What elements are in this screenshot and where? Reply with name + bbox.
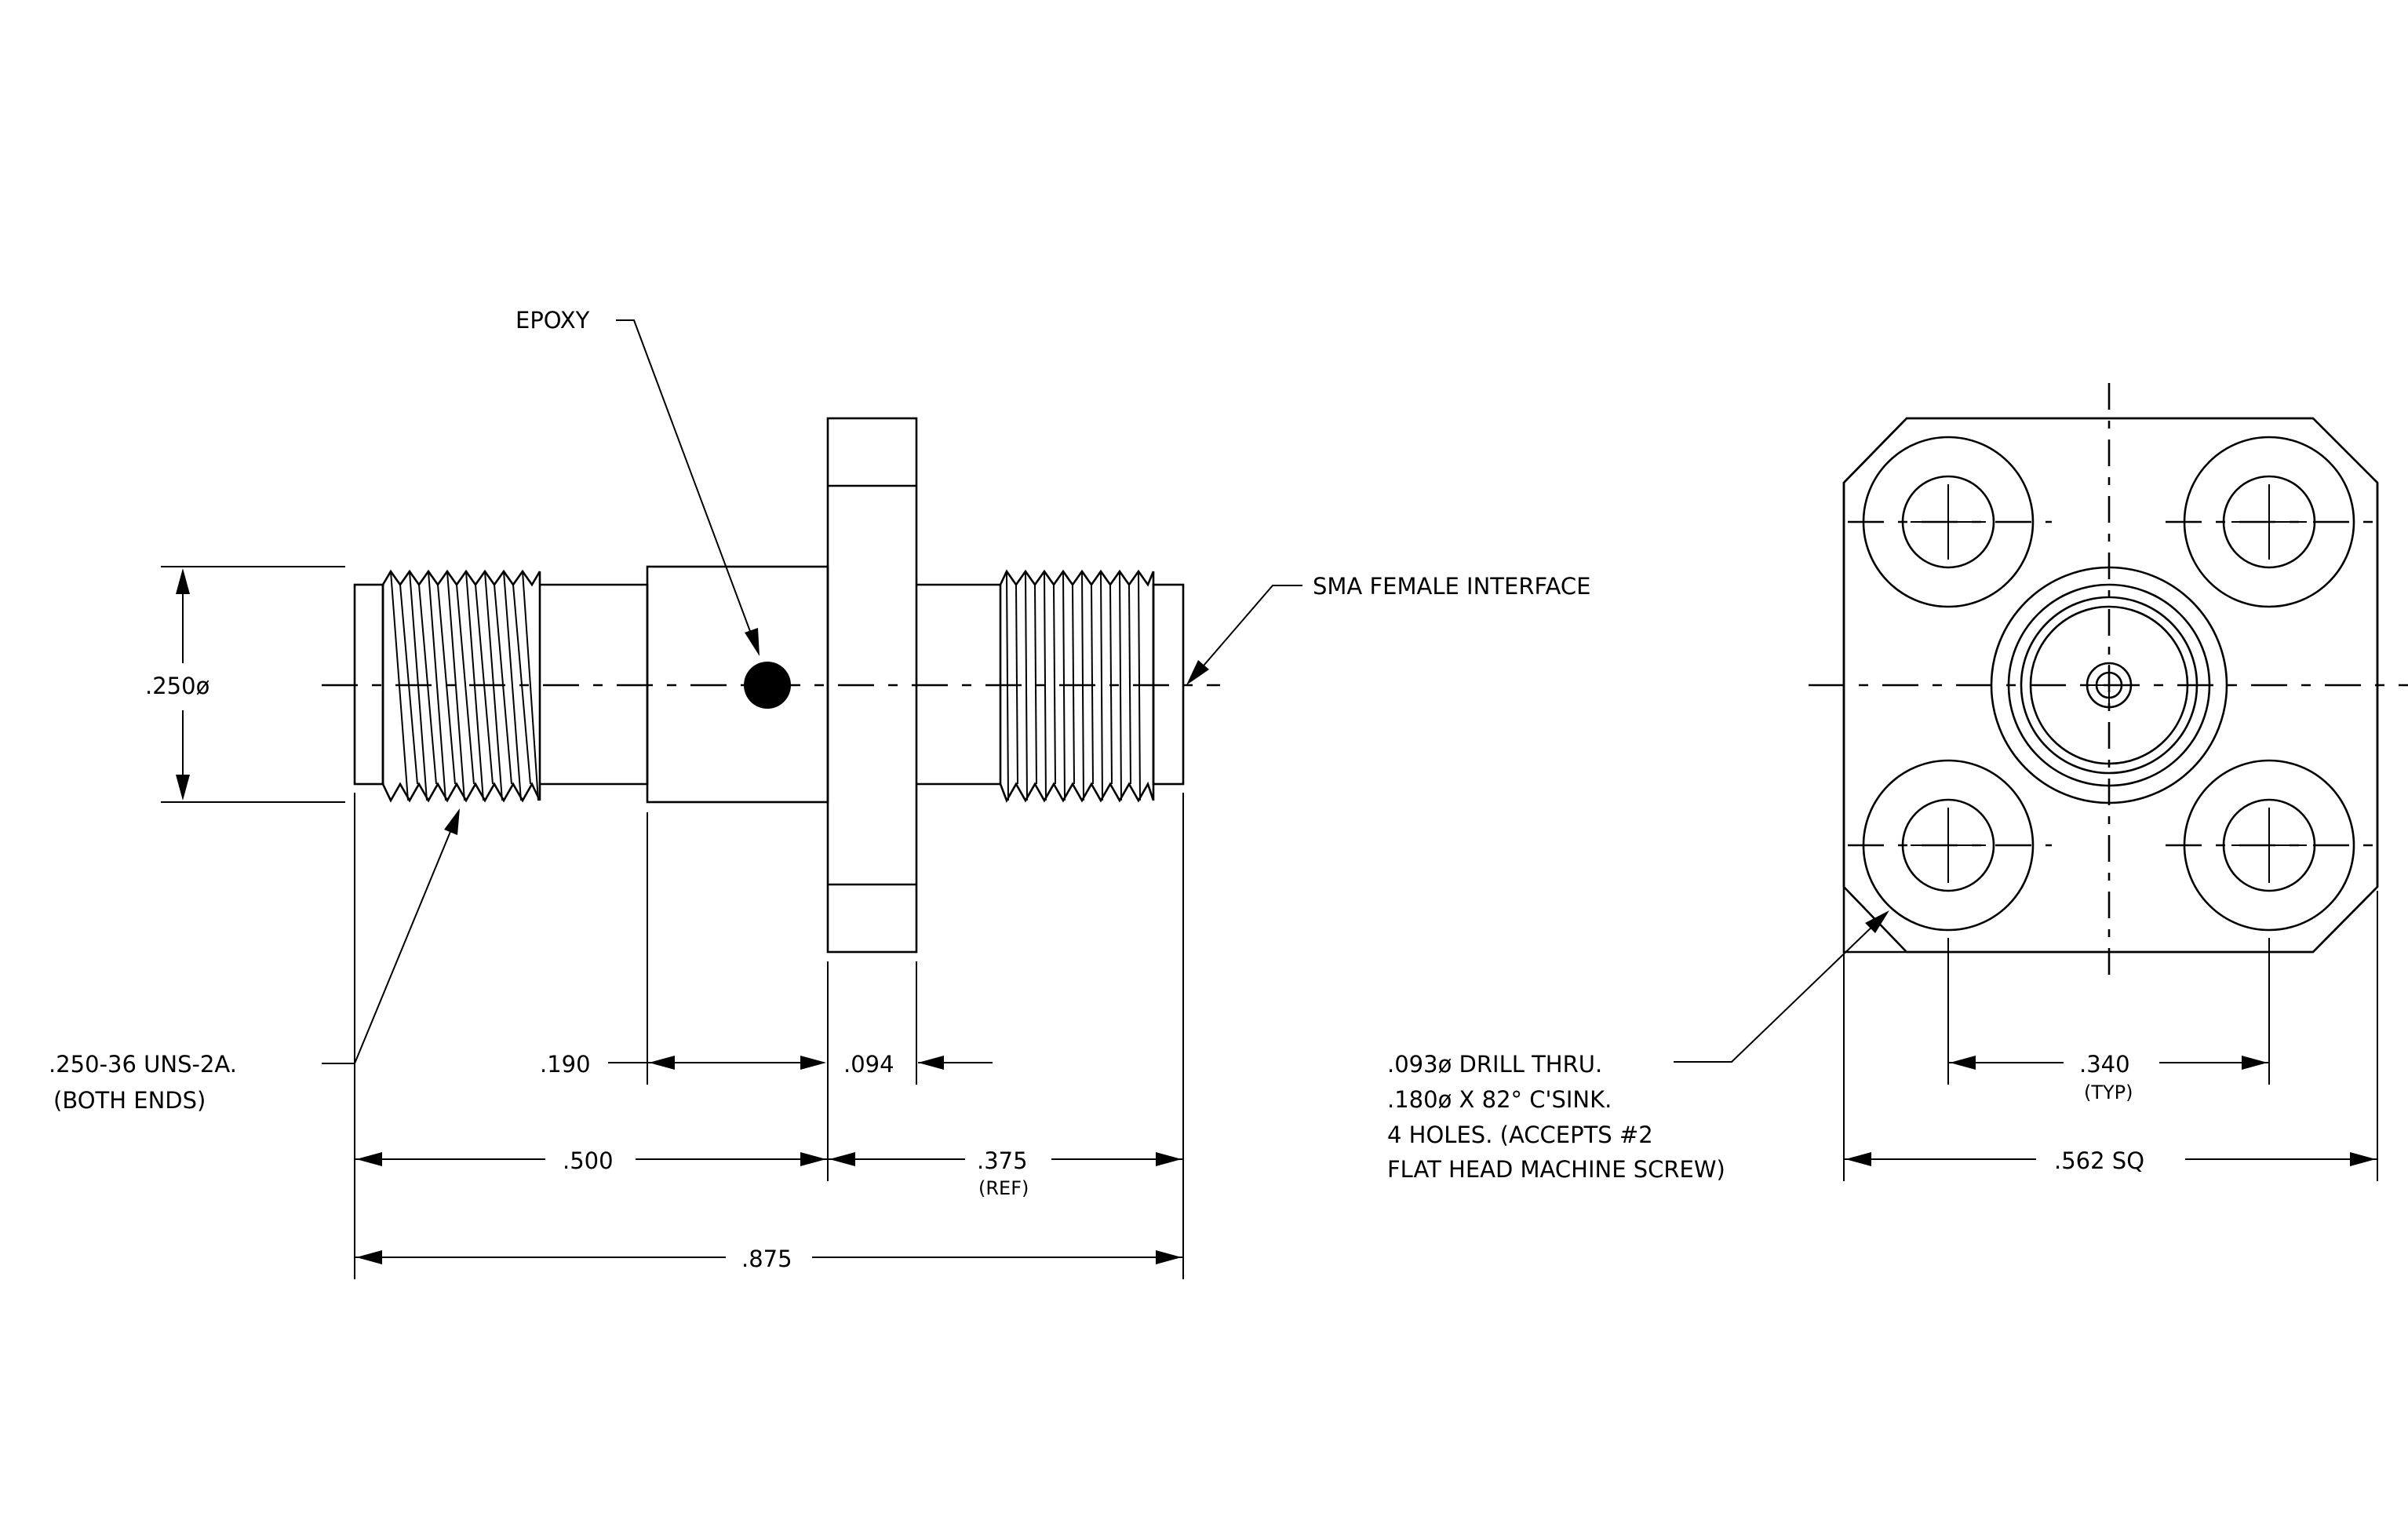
drill-callout: .093ø DRILL THRU. .180ø X 82° C'SINK. 4 … <box>1387 910 1889 1183</box>
dim-562-label: .562 SQ <box>2054 1147 2144 1174</box>
epoxy-label: EPOXY <box>515 307 590 334</box>
front-dimensions: .340 (TYP) .562 SQ <box>1843 891 2378 1181</box>
diameter-label: .250ø <box>145 673 209 699</box>
dim-340-label: .340 <box>2079 1051 2130 1078</box>
dim-094-label: .094 <box>843 1051 894 1078</box>
dim-375-label: .375 <box>977 1147 1028 1174</box>
sma-interface-label: SMA FEMALE INTERFACE <box>1313 573 1590 600</box>
dim-190-label: .190 <box>540 1051 591 1078</box>
side-dimensions: .250ø .190 .094 .500 .375 (REF) <box>145 566 1184 1279</box>
front-view <box>1809 383 2408 985</box>
thread-both-ends-label: (BOTH ENDS) <box>53 1087 206 1114</box>
drill-note-line-1: .093ø DRILL THRU. <box>1387 1051 1602 1078</box>
dim-875-label: .875 <box>741 1246 792 1272</box>
side-callouts: EPOXY SMA FEMALE INTERFACE .250-36 UNS-2… <box>49 307 1590 1114</box>
drill-note-line-3: 4 HOLES. (ACCEPTS #2 <box>1387 1122 1653 1148</box>
typ-label: (TYP) <box>2084 1081 2133 1103</box>
drill-note-line-4: FLAT HEAD MACHINE SCREW) <box>1387 1156 1725 1183</box>
ref-label: (REF) <box>978 1177 1029 1199</box>
dim-500-label: .500 <box>563 1147 614 1174</box>
thread-spec-label: .250-36 UNS-2A. <box>49 1051 237 1078</box>
side-view <box>322 417 1220 954</box>
drill-note-line-2: .180ø X 82° C'SINK. <box>1387 1086 1612 1113</box>
